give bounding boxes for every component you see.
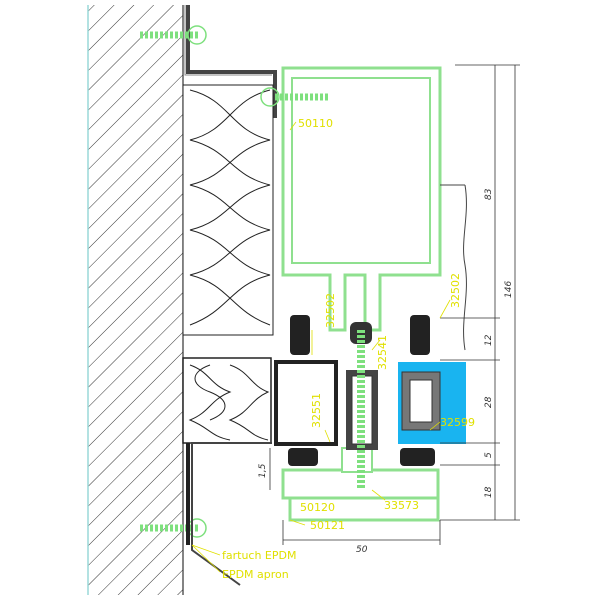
screw-head-bracket: [260, 87, 280, 107]
gasket-top-left: [290, 315, 310, 355]
infill-panel: [274, 360, 338, 446]
lower-wave-a: [188, 364, 232, 441]
epdm-apron: [186, 442, 272, 586]
dim-text-28: 28: [484, 396, 494, 408]
glazing: [398, 362, 466, 444]
lower-insulation-frame: [182, 357, 272, 444]
label-50121: 50121: [310, 519, 345, 532]
label-apron-pl: fartuch EPDM: [222, 549, 296, 562]
lower-insulation: [182, 357, 272, 444]
gasket-bottom-left: [288, 448, 318, 466]
insulation-wave-b: [189, 89, 271, 326]
leader-32551: [324, 429, 331, 443]
wall-hatch: [88, 5, 183, 595]
label-50110: 50110: [298, 117, 333, 130]
insulation: [182, 84, 274, 336]
leader-50121: [289, 519, 306, 526]
wall: [87, 5, 184, 595]
dim-text-18: 18: [484, 486, 494, 498]
label-32551: 32551: [310, 393, 323, 428]
label-33573: 33573: [384, 499, 419, 512]
gasket-bottom-right: [400, 448, 435, 466]
mullion-profile: [281, 66, 467, 351]
dim-text-1-5: 1,5: [258, 463, 268, 478]
dimension-lines: [269, 64, 520, 545]
label-32502-left: 32502: [324, 293, 337, 328]
left-infill: [274, 360, 338, 446]
bracket-inner-line: [184, 5, 272, 76]
gasket-top-right: [410, 315, 430, 355]
leader-50110: [289, 121, 297, 131]
label-32502-right: 32502: [449, 273, 462, 308]
label-apron-en: EPDM apron: [222, 568, 289, 581]
break-curve: [463, 184, 467, 351]
leader-apron-pl: [191, 544, 221, 556]
pressure-plate: [281, 468, 440, 500]
cover-cap: [288, 496, 440, 522]
leader-32541: [371, 339, 381, 351]
leader-33573: [371, 489, 386, 501]
leader-32502-right: [439, 299, 451, 319]
label-32599: 32599: [440, 416, 475, 429]
label-32541: 32541: [376, 335, 389, 370]
dim-text-50: 50: [356, 545, 368, 555]
leaders: [191, 121, 451, 573]
dim-text-146: 146: [504, 281, 514, 298]
dim-text-5: 5: [484, 452, 494, 458]
leader-32599: [429, 421, 441, 431]
leader-apron-en: [191, 544, 221, 573]
screw-head-top: [187, 25, 207, 45]
spacer-core: [409, 379, 433, 423]
gaskets: [288, 315, 435, 466]
dim-text-12: 12: [484, 334, 494, 346]
label-50120: 50120: [300, 501, 335, 514]
dim-text-83: 83: [484, 188, 494, 200]
lower-wave-c: [194, 364, 226, 421]
apron-line: [191, 442, 272, 586]
insulation-frame: [182, 84, 274, 336]
lower-wave-b: [228, 364, 270, 441]
mullion-chamber: [291, 77, 431, 264]
